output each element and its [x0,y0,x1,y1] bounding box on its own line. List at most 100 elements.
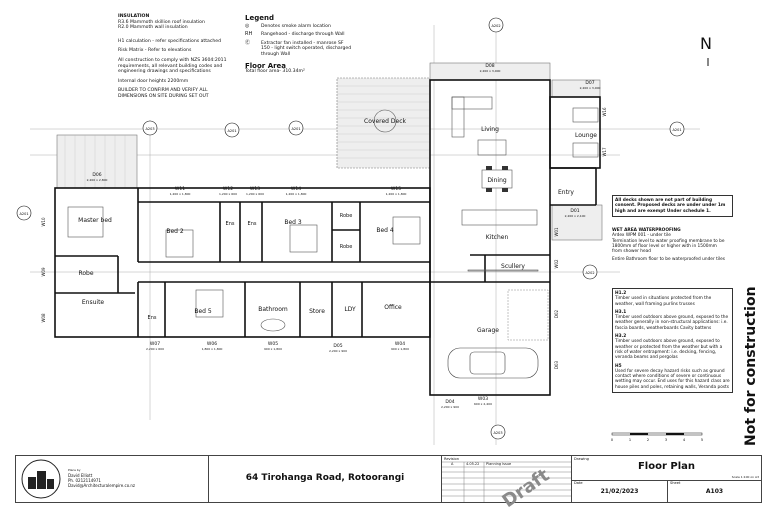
scale-tick: 3 [665,438,667,442]
note-line: R3.6 Mammoth skillion roof insulation [118,19,205,25]
opening-size: 900 x 1,800 [391,347,409,351]
revision-table-lines [442,461,571,502]
room-ensuite: Ensuite [82,299,105,306]
section-marker: A201 [669,121,685,137]
smoke-alarm-icon: ◎ [245,22,250,29]
section-ref: A203 [145,127,154,131]
opening-size: 2,200 x 3,000 [480,69,501,73]
garage-overhead-zone [507,289,549,341]
opening-id: W14 [291,186,301,192]
opening-size: 1,800 x 1,800 [202,347,223,351]
opening-id: W04 [395,341,405,347]
drawing-label: Drawing [574,457,589,461]
h31-heading: H3.1 [615,309,627,315]
room-kitchen: Kitchen [486,234,509,241]
drawing-cell: Drawing Floor Plan Scale 1:100 on A3 Dat… [572,456,761,502]
revision-date: 4.05.22 [466,462,480,466]
room-living: Living [481,126,499,133]
room-ldy: LDY [344,306,356,313]
wet-entire: Entire Bathroom floor to be waterproofed… [612,257,726,263]
opening-size: 900 x 1,800 [264,347,282,351]
room-labels: Master bed Bed 2 Ens Ens Bed 3 Robe Robe… [78,118,597,334]
revision-cell: Revision A 4.05.22 Planning lssue [442,456,572,502]
room-robe: Robe [78,270,93,277]
drawing-scale: Scale 1:100 on A3 [731,475,759,479]
lbp-logo [21,459,61,499]
title-block: Plans by David Elliott Ph. 0212114971 Da… [15,455,762,503]
opening-id: W02 [554,259,559,269]
room-lounge: Lounge [575,132,597,139]
floor-area-title: Floor Area [245,61,287,70]
revision-note: Planning lssue [486,462,512,466]
section-ref: A201 [227,129,236,133]
scale-tick: 4 [683,438,686,442]
drawing-date: 21/02/2023 [600,488,639,495]
section-marker: A201 [16,205,32,221]
section-ref: A201 [19,212,28,216]
room-dining: Dining [487,177,507,184]
scale-tick: 2 [647,438,649,442]
h5-text: Used for severe decay hazard risks such … [615,368,730,390]
date-label: Date [574,481,583,485]
scale-tick: 1 [629,438,631,442]
room-covered-deck: Covered Deck [364,118,406,125]
north-arrow-label: N [700,34,712,53]
room-master-bed: Master bed [78,217,112,224]
opening-id: W17 [602,147,607,157]
car-icon [447,347,539,379]
general-notes: INSULATION R3.6 Mammoth skillion roof in… [118,14,236,104]
opening-id: D07 [585,80,594,86]
furniture [67,96,599,332]
room-bathroom: Bathroom [258,306,288,313]
designer-email[interactable]: David@Architecturalempire.co.nz [68,483,136,488]
opening-size: 2,200 x 2,800 [87,178,108,182]
scale-bar: 0 1 2 3 4 5 [611,432,703,442]
room-store: Store [309,308,325,315]
note-risk: Risk Matrix - Refer to elevations [118,48,192,54]
section-marker: A202 [488,17,504,33]
floor-area-text: Total floor area- 310.34m² [245,69,305,75]
section-markers: A201 A201 A201 A201 A202 A202 A203 A203 [16,17,685,440]
opening-size: 2,200 x 2,100 [565,214,586,218]
opening-id: W13 [250,186,260,192]
section-ref: A202 [491,24,500,28]
opening-id: W11 [175,186,185,192]
scale-tick: 0 [611,438,613,442]
room-bed-4: Bed 4 [376,227,394,234]
dining-chairs [486,166,508,192]
designer-phone: Ph. 0212114971 [68,478,101,483]
plans-by-label: Plans by [68,468,81,472]
room-office: Office [384,304,402,311]
wet-heading: WET AREA WATERPROOFING [612,228,681,233]
opening-id: W01 [554,227,559,237]
section-marker: A201 [224,122,240,138]
opening-id: W07 [150,341,160,347]
opening-id: W16 [602,107,607,117]
opening-id: W09 [41,267,46,277]
project-address: 64 Tirohanga Road, Rotoorangi [245,473,405,483]
h31-text: Timber used outdoors above ground, expos… [615,315,729,331]
room-bed-3: Bed 3 [284,219,302,226]
room-garage: Garage [477,327,499,334]
note-door-height: Internal door heights 2200mm [118,78,189,84]
legend-text: Denotes smoke alarm location [261,23,331,29]
opening-id: D06 [92,172,101,178]
h12-text: Timber used in situations protected from… [615,296,712,307]
timber-treatment-notes: H1.2 Timber used in situations protected… [612,288,733,394]
room-ens: Ens [148,315,157,321]
h32-text: Timber used outdoors above ground, expos… [615,339,723,361]
address-cell: 64 Tirohanga Road, Rotoorangi [209,456,442,502]
note-construction: All construction to comply with NZS 3604… [118,57,227,75]
opening-id: W15 [391,186,401,192]
section-ref: A201 [672,128,681,132]
opening-id: D04 [445,399,454,405]
room-entry: Entry [558,189,574,196]
note-line: R2.0 Mammoth wall insulation [118,25,188,31]
opening-size: 1,200 x 1,800 [286,192,307,196]
opening-id: W05 [268,341,278,347]
room-ens: Ens [248,221,257,227]
opening-id: W08 [41,313,46,323]
legend-text: Extractor fan installed - manrose SF 150… [261,40,352,57]
